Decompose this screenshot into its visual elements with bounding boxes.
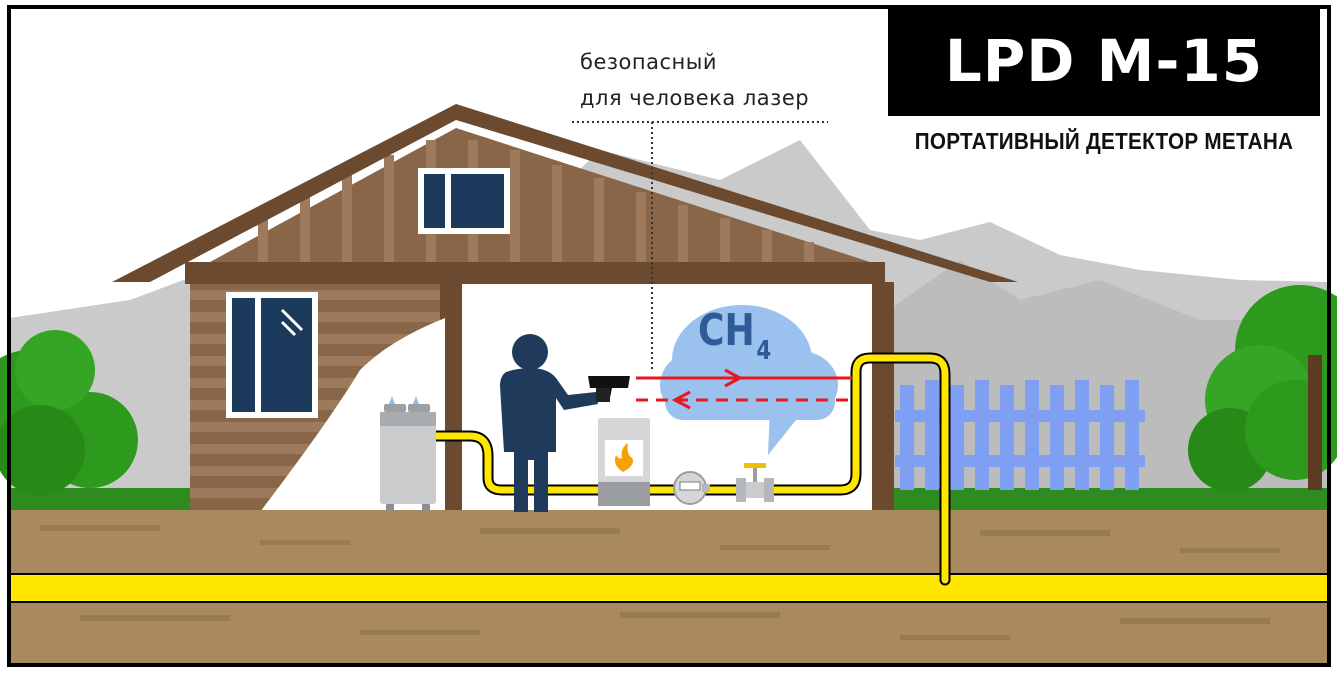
title-box: LPD M-15 xyxy=(888,8,1320,116)
product-subtitle: ПОРТАТИВНЫЙ ДЕТЕКТОР МЕТАНА xyxy=(914,128,1294,154)
fence xyxy=(895,380,1145,490)
methane-formula-subscript: 4 xyxy=(756,336,772,366)
detector-device-icon xyxy=(588,376,630,402)
outer-frame xyxy=(7,5,1331,667)
main-gas-pipe xyxy=(9,573,1329,603)
laser-beams xyxy=(636,368,852,410)
ground-texture xyxy=(40,525,1280,640)
methane-formula-main: CH xyxy=(698,305,755,356)
stove-icon xyxy=(380,396,436,512)
methane-formula: CH4 xyxy=(698,305,771,367)
methane-cloud xyxy=(660,305,838,455)
valve-icon xyxy=(736,463,774,502)
product-title: LPD M-15 xyxy=(944,27,1264,95)
person-icon xyxy=(500,334,598,512)
left-bushes xyxy=(0,330,138,495)
laser-callout-line2: для человека лазер xyxy=(580,86,810,110)
laser-callout-line1: безопасный xyxy=(580,50,717,74)
callout-leader xyxy=(572,121,828,370)
right-tree xyxy=(1188,285,1337,492)
gas-meter-icon xyxy=(673,471,710,505)
boiler-flame-icon xyxy=(598,418,650,506)
house-gas-pipe xyxy=(431,354,949,584)
